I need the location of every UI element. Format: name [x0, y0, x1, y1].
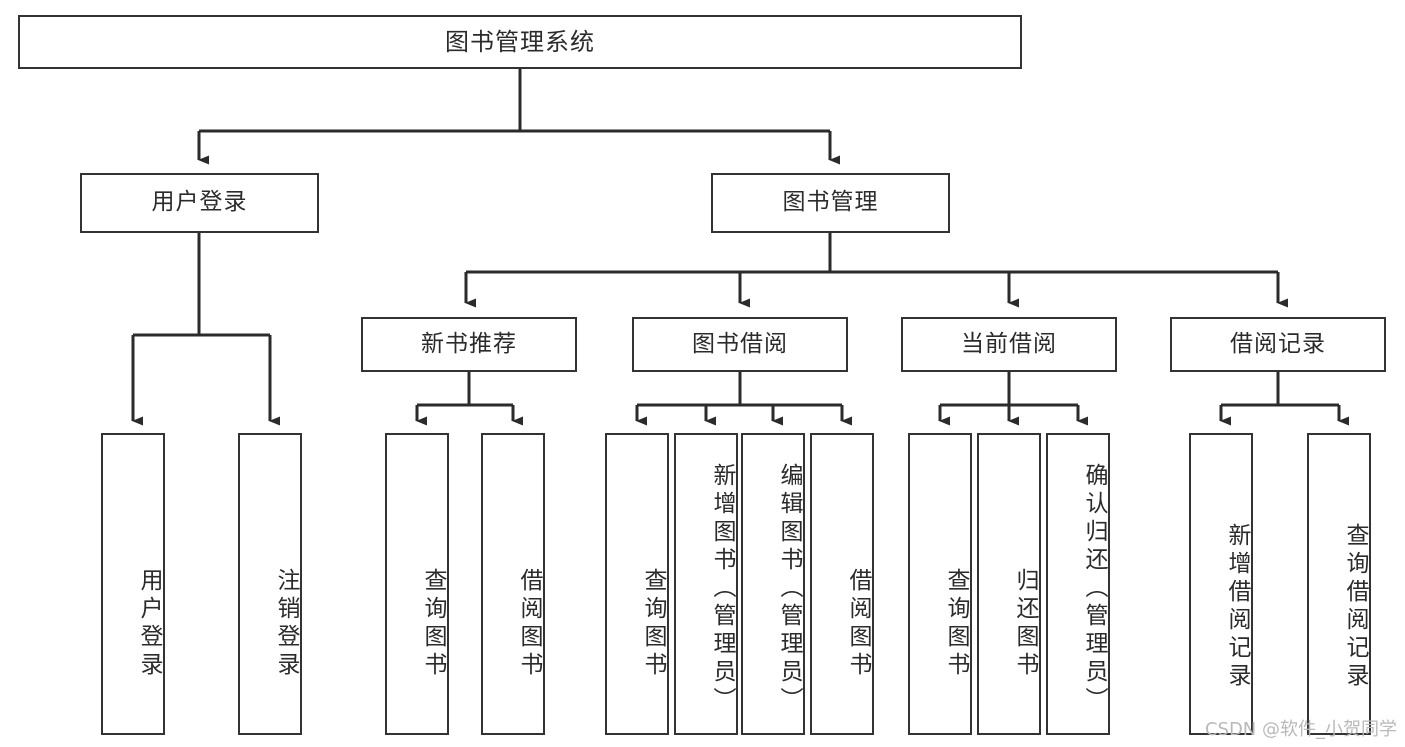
- node-leaf-add-record-label: 新增借阅记录: [1224, 523, 1250, 691]
- node-leaf-query-book-2-label: 查询图书: [640, 568, 666, 680]
- node-leaf-edit-book-label: 编辑图书（管理员）: [776, 463, 802, 715]
- node-leaf-borrow-book-2[interactable]: 借阅图书: [810, 433, 874, 735]
- node-user-login[interactable]: 用户登录: [80, 173, 319, 233]
- node-book-borrow-label: 图书借阅: [692, 330, 788, 357]
- node-leaf-borrow-book-1-label: 借阅图书: [516, 568, 542, 680]
- node-book-manage-label: 图书管理: [782, 189, 879, 216]
- node-current-borrow[interactable]: 当前借阅: [901, 317, 1117, 372]
- node-root[interactable]: 图书管理系统: [18, 15, 1022, 69]
- node-leaf-logout[interactable]: 注销登录: [238, 433, 302, 735]
- node-book-borrow[interactable]: 图书借阅: [632, 317, 848, 372]
- node-leaf-logout-label: 注销登录: [273, 568, 299, 680]
- node-leaf-borrow-book-2-label: 借阅图书: [845, 568, 871, 680]
- node-leaf-return-book-label: 归还图书: [1012, 568, 1038, 680]
- node-new-book-recommend[interactable]: 新书推荐: [361, 317, 577, 372]
- node-current-borrow-label: 当前借阅: [961, 330, 1057, 357]
- node-leaf-borrow-book-1[interactable]: 借阅图书: [481, 433, 545, 735]
- node-leaf-add-record[interactable]: 新增借阅记录: [1189, 433, 1253, 735]
- node-new-book-recommend-label: 新书推荐: [421, 330, 517, 357]
- node-leaf-query-book-2[interactable]: 查询图书: [605, 433, 669, 735]
- node-user-login-label: 用户登录: [151, 189, 248, 216]
- node-leaf-user-login-label: 用户登录: [136, 568, 162, 680]
- node-leaf-query-book-3-label: 查询图书: [943, 568, 969, 680]
- node-book-manage[interactable]: 图书管理: [711, 173, 950, 233]
- csdn-watermark: CSDN @软件_小贺同学: [1204, 719, 1397, 740]
- node-leaf-query-book-1[interactable]: 查询图书: [385, 433, 449, 735]
- node-root-label: 图书管理系统: [445, 27, 595, 56]
- node-leaf-query-book-1-label: 查询图书: [420, 568, 446, 680]
- node-leaf-edit-book[interactable]: 编辑图书（管理员）: [741, 433, 805, 735]
- node-leaf-confirm-return[interactable]: 确认归还（管理员）: [1046, 433, 1110, 735]
- node-leaf-add-book-label: 新增图书（管理员）: [709, 463, 735, 715]
- node-borrow-record[interactable]: 借阅记录: [1170, 317, 1386, 372]
- node-leaf-query-book-3[interactable]: 查询图书: [908, 433, 972, 735]
- node-leaf-user-login[interactable]: 用户登录: [101, 433, 165, 735]
- node-leaf-return-book[interactable]: 归还图书: [977, 433, 1041, 735]
- node-borrow-record-label: 借阅记录: [1230, 330, 1326, 357]
- node-leaf-query-record[interactable]: 查询借阅记录: [1307, 433, 1371, 735]
- node-leaf-add-book[interactable]: 新增图书（管理员）: [674, 433, 738, 735]
- node-leaf-confirm-return-label: 确认归还（管理员）: [1081, 463, 1107, 715]
- node-leaf-query-record-label: 查询借阅记录: [1342, 523, 1368, 691]
